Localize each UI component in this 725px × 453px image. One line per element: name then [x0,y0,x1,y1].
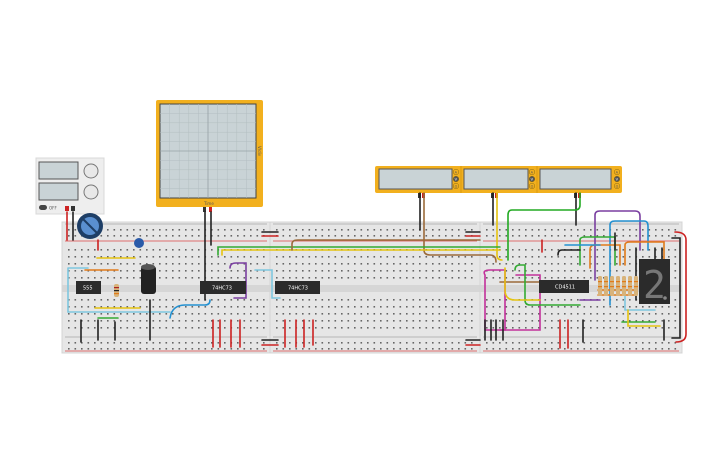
mode-button[interactable] [613,168,621,176]
current-display [38,182,79,201]
mode-button[interactable] [528,168,536,176]
seven-segment-display[interactable]: 2 [639,259,670,307]
resistor-bank[interactable] [598,276,638,296]
svg-text:555: 555 [83,286,93,292]
negative-terminal [71,206,75,211]
volts-axis-label: V/div [257,146,262,157]
svg-text:74HC73: 74HC73 [288,286,308,292]
chip-cd4511[interactable]: CD4511 [539,280,589,293]
multimeter-1-display [378,168,453,190]
mode-button[interactable] [452,168,460,176]
positive-terminal [65,206,69,211]
potentiometer[interactable] [77,213,103,239]
mode-button[interactable] [613,182,621,190]
mode-button[interactable] [452,182,460,190]
mode-button-label: Ω [616,184,619,188]
mode-button-label: A [455,170,458,174]
mode-button[interactable] [452,175,460,183]
multimeter-2-display [463,168,529,190]
oscilloscope[interactable]: Time V/div [156,100,263,212]
mode-button-label: Ω [455,184,458,188]
wires[interactable] [66,192,687,349]
power-switch [39,205,47,210]
chip-74hc73-1[interactable]: 74HC73 [200,281,246,294]
mode-button-label: A [531,170,534,174]
chip-74hc73-2[interactable]: 74HC73 [275,281,320,294]
time-axis-label: Time [203,201,214,206]
mode-button-label: V [531,177,534,181]
switch-label: OFF [49,206,57,211]
mode-button[interactable] [528,175,536,183]
svg-text:CD4511: CD4511 [555,285,575,291]
svg-text:74HC73: 74HC73 [212,286,232,292]
mode-button-label: Ω [531,184,534,188]
current-knob [83,184,99,200]
mode-button[interactable] [528,182,536,190]
power-supply[interactable]: OFF [35,157,105,215]
ceramic-capacitor[interactable] [134,238,144,248]
mode-button-label: V [616,177,619,181]
electrolytic-capacitor[interactable] [141,264,156,294]
multimeter-3-display [539,168,612,190]
voltage-display [38,161,79,180]
voltage-knob [83,163,99,179]
mode-button-label: A [616,170,619,174]
chip-555[interactable]: 555 [76,281,101,294]
mode-button-label: V [455,177,458,181]
mode-button[interactable] [613,175,621,183]
displayed-digit: 2 [643,263,666,307]
resistor[interactable] [114,284,119,297]
